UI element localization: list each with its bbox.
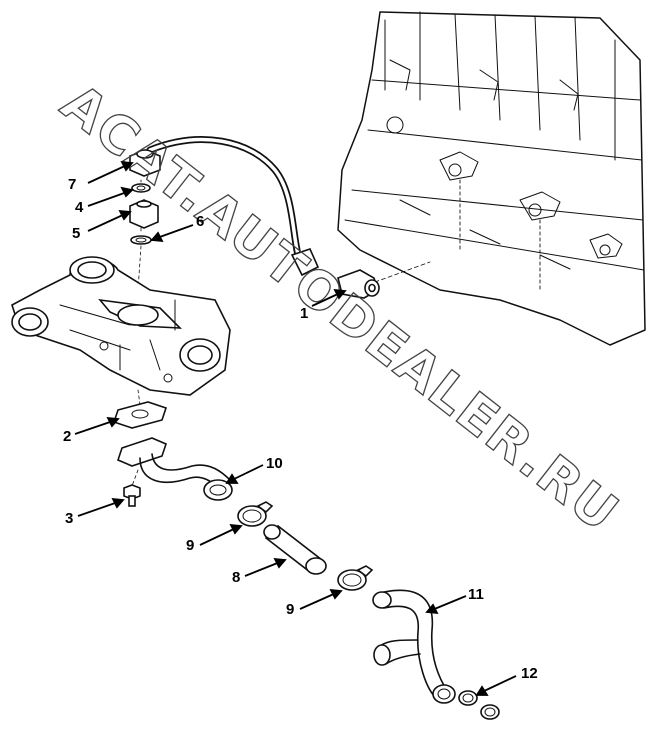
hose xyxy=(263,524,327,575)
gasket-hole xyxy=(131,409,149,419)
hose-clamp-upper xyxy=(237,501,274,527)
callout-4: 4 xyxy=(75,199,84,216)
callout-2: 2 xyxy=(63,428,71,445)
thermostat-housing xyxy=(11,256,231,406)
coolant-tube xyxy=(146,136,320,277)
leader-arrows xyxy=(74,160,517,696)
leader-line xyxy=(374,261,431,283)
callout-9-lower: 9 xyxy=(286,601,294,618)
return-pipe xyxy=(372,589,456,704)
callout-3: 3 xyxy=(65,510,73,527)
callout-8: 8 xyxy=(232,569,240,586)
o-rings xyxy=(458,690,500,720)
hose-clamp-lower xyxy=(337,565,374,591)
callout-6: 6 xyxy=(196,213,204,230)
callout-7: 7 xyxy=(68,176,76,193)
gasket xyxy=(112,401,168,429)
fitting-stack xyxy=(129,149,161,291)
callout-5: 5 xyxy=(72,225,80,242)
callout-10: 10 xyxy=(266,455,283,472)
callout-12: 12 xyxy=(521,665,538,682)
callout-1: 1 xyxy=(300,305,308,322)
engine-block xyxy=(337,11,646,346)
callout-11: 11 xyxy=(468,586,484,603)
bolt xyxy=(123,484,141,507)
callout-9-upper: 9 xyxy=(186,537,194,554)
elbow-fitting xyxy=(337,269,380,299)
outlet-pipe xyxy=(117,437,233,501)
